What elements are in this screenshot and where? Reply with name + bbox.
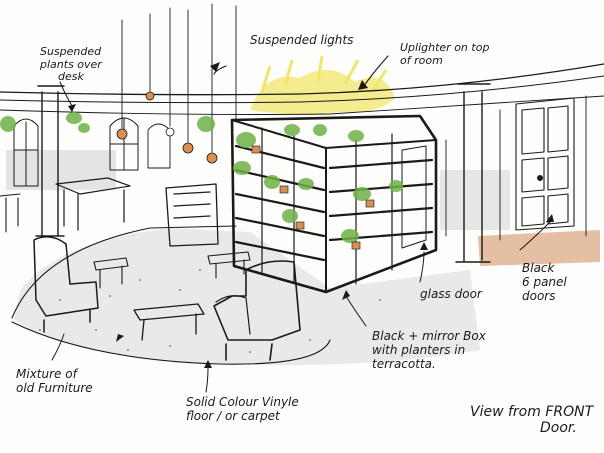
annotation-line: Mixture of: [16, 367, 77, 381]
left-column: [35, 85, 65, 237]
annotation-line: doors: [522, 288, 556, 303]
armchair-front-seat: [215, 295, 251, 335]
annotation-glass-door: glass door: [420, 287, 482, 301]
annotation-line: floor / or carpet: [186, 408, 280, 423]
annotation-line: old Furniture: [16, 380, 93, 395]
annotation-furniture: Mixture of old Furniture: [16, 367, 93, 396]
annotation-line: Door.: [540, 420, 577, 437]
annotation-suspended-plants: Suspended plants over desk: [40, 45, 102, 84]
annotation-line: plants over: [40, 57, 102, 71]
annotation-black-mirror-box: Black + mirror Box with planters in terr…: [372, 329, 486, 371]
pendant-bulbs: [116, 91, 218, 164]
arched-window-2: [109, 117, 139, 171]
annotation-suspended-lights: Suspended lights: [250, 33, 354, 47]
stool-mid: [207, 251, 251, 279]
armchair-front: [213, 260, 301, 361]
annotation-line: Black: [522, 261, 555, 275]
arrow-uplighter: [363, 55, 389, 87]
door-knob: [537, 175, 543, 181]
annotation-line: Uplighter on top: [400, 41, 490, 54]
desk-left: [55, 177, 131, 231]
armchair-left: [33, 236, 99, 333]
annotation-line: of room: [400, 53, 443, 67]
black-mirror-box: [230, 114, 438, 294]
floor-wash: [14, 228, 480, 366]
annotation-view-label: View from FRONT Door.: [470, 404, 593, 436]
terracotta-floor-strip: [478, 230, 600, 266]
annotation-line: terracotta.: [372, 356, 436, 371]
arrow-furniture: [51, 333, 65, 361]
wall-top-line: [0, 95, 604, 115]
planters-greenery: [0, 112, 403, 243]
glass-door: [401, 145, 427, 249]
box-front-edge: [231, 119, 437, 293]
table-far-left: [0, 193, 21, 233]
rug-front-edge: [11, 321, 331, 365]
annotation-flooring: Solid Colour Vinyle floor / or carpet: [186, 395, 299, 424]
uplight-glow-rays: [260, 55, 388, 93]
floor-stipple: [39, 269, 381, 353]
annotation-line: 6 panel: [522, 274, 567, 289]
arrow-glass-door: [419, 251, 425, 283]
pendant-cords: [121, 3, 237, 153]
cornice-line-2: [0, 75, 604, 104]
annotation-line: Solid Colour Vinyle: [186, 395, 299, 409]
lounge-chair-back: [165, 183, 219, 247]
annotation-line: Black + mirror Box: [372, 329, 486, 343]
annotation-line: Suspended: [40, 45, 102, 58]
arrow-suspended-lights: [213, 65, 227, 75]
arrow-doors: [519, 221, 551, 251]
coffee-table-center: [133, 303, 205, 341]
box-shelves: [234, 144, 434, 262]
arrow-black-box: [345, 295, 367, 327]
cornice-line: [0, 63, 604, 96]
box-verticals: [261, 127, 393, 285]
annotation-line: desk: [58, 70, 84, 84]
right-column: [455, 83, 491, 263]
side-table-small: [93, 257, 129, 289]
black-six-panel-door: [515, 97, 575, 231]
annotation-line: View from FRONT: [470, 404, 594, 420]
arrow-plants: [59, 81, 73, 107]
arrow-heads: [68, 62, 554, 368]
annotation-uplighter: Uplighter on top of room: [400, 41, 490, 67]
arrow-flooring: [205, 367, 209, 393]
rug-outline: [11, 225, 237, 319]
annotation-line: with planters in: [372, 342, 466, 357]
wall-wash-right: [440, 170, 510, 230]
terracotta-pots: [251, 145, 375, 250]
annotation-black-doors: Black 6 panel doors: [522, 261, 567, 303]
